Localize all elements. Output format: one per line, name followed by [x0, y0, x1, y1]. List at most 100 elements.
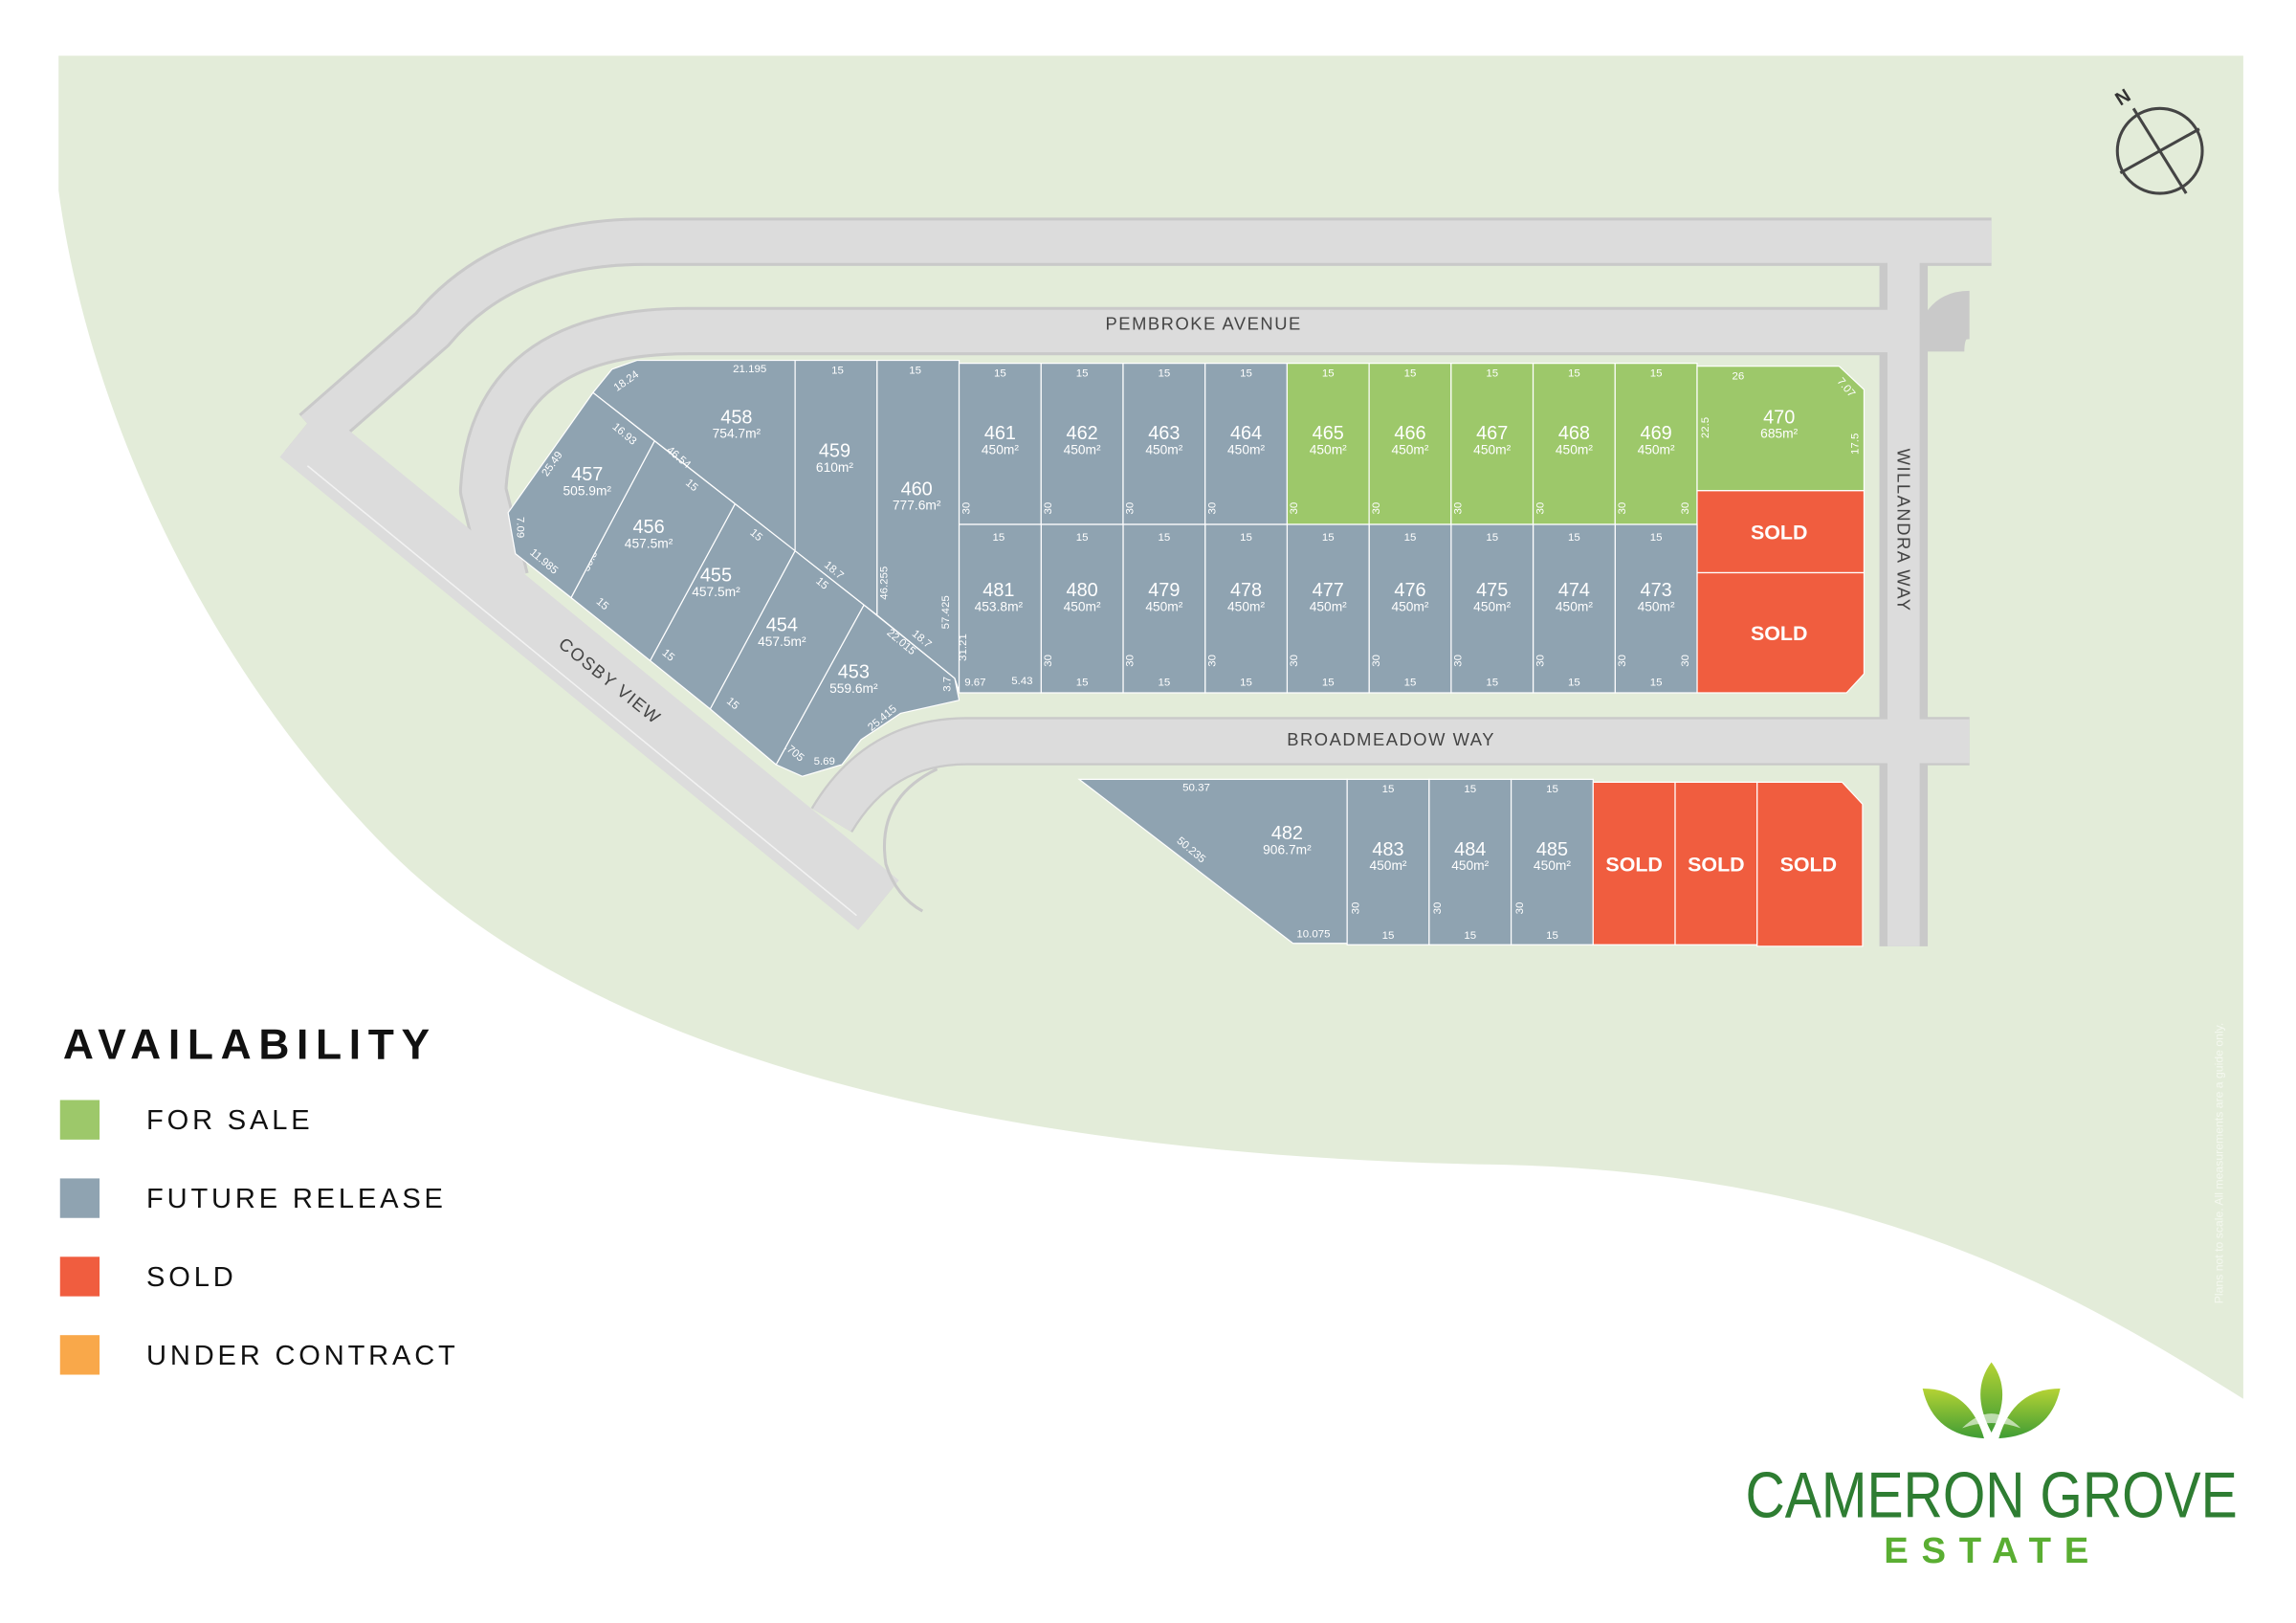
lot-sold-33[interactable]: SOLD — [1592, 781, 1676, 945]
lot-area: 450m² — [1534, 858, 1571, 873]
lot-dimension: 15 — [1486, 532, 1498, 544]
lot-dimension: 30 — [1432, 902, 1444, 915]
lot-shape[interactable] — [876, 359, 960, 692]
lot-number: 462 — [1067, 423, 1098, 444]
lot-dimension: 15 — [1240, 677, 1252, 688]
lot-number: 464 — [1230, 423, 1262, 444]
lot-dimension: 15 — [1158, 677, 1170, 688]
lot-dimension: 50.37 — [1182, 783, 1210, 794]
lot-shape[interactable] — [592, 359, 796, 552]
lot-number: 467 — [1476, 423, 1508, 444]
lot-dimension: 15 — [724, 696, 740, 712]
lot-area: 453.8m² — [975, 599, 1024, 613]
legend-item-under-contract: UNDER CONTRACT — [59, 1335, 455, 1375]
lot-area: 610m² — [816, 460, 853, 475]
sold-label: SOLD — [1780, 854, 1837, 877]
legend-item-for-sale: FOR SALE — [59, 1100, 310, 1140]
sold-label: SOLD — [1688, 854, 1744, 877]
lot-dimension: 15 — [1240, 532, 1252, 544]
logo-sub: ESTATE — [1884, 1530, 2102, 1571]
lot-dimension: 30 — [1125, 502, 1137, 515]
lot-dimension: 46.255 — [879, 567, 891, 600]
lot-area: 685m² — [1760, 427, 1798, 441]
logo-name: CAMERON GROVE — [1745, 1460, 2237, 1532]
lot-number: 458 — [720, 407, 752, 428]
lot-sold-34[interactable]: SOLD — [1674, 781, 1758, 945]
lot-sold-35[interactable]: SOLD — [1756, 781, 1864, 947]
lot-area: 559.6m² — [829, 681, 878, 696]
lot-area: 450m² — [1370, 858, 1407, 873]
lot-number: 465 — [1313, 423, 1344, 444]
lots-layer: 453559.6m²22.01530.511.7055.6925.4154544… — [507, 359, 1866, 947]
lot-dimension: 15 — [1382, 930, 1395, 942]
lot-dimension: 30 — [1617, 655, 1628, 667]
lot-dimension: 15 — [1650, 367, 1663, 379]
lot-area: 777.6m² — [893, 499, 941, 513]
lot-area: 906.7m² — [1263, 842, 1312, 856]
lot-number: 476 — [1394, 580, 1425, 601]
lot-dimension: 30 — [1514, 902, 1526, 915]
lot-number: 485 — [1536, 839, 1568, 860]
lot-dimension: 15 — [1076, 532, 1089, 544]
lot-dimension: 7.09 — [514, 517, 525, 538]
sold-label: SOLD — [1751, 521, 1807, 544]
lot-number: 459 — [819, 441, 850, 462]
lot-sold-18[interactable]: SOLD — [1696, 490, 1866, 574]
lot-dimension: 30 — [1125, 655, 1137, 667]
lot-number: 484 — [1454, 839, 1486, 860]
compass-cross-line — [2119, 127, 2200, 174]
lot-dimension: 30 — [1371, 502, 1382, 515]
lot-number: 477 — [1313, 580, 1344, 601]
lot-dimension: 15 — [1404, 367, 1417, 379]
lot-number: 456 — [632, 517, 664, 538]
lot-number: 468 — [1558, 423, 1590, 444]
lot-shape[interactable] — [1756, 781, 1864, 947]
lot-dimension: 30 — [1617, 502, 1628, 515]
lot-dimension: 15 — [1076, 677, 1089, 688]
lot-dimension: 30 — [1453, 655, 1465, 667]
lot-dimension: 30 — [1680, 502, 1691, 515]
lot-dimension: 31.21 — [958, 634, 969, 661]
lot-number: 470 — [1763, 407, 1795, 428]
lot-shape[interactable] — [1696, 366, 1866, 492]
lot-dimension: 15 — [594, 596, 610, 612]
lot-dimension: 15 — [660, 647, 676, 663]
lot-dimension: 10.075 — [1296, 929, 1330, 941]
lot-dimension: 15 — [683, 478, 699, 494]
lot-sold-19[interactable]: SOLD — [1696, 571, 1866, 694]
lot-dimension: 15 — [909, 365, 921, 376]
lot-shape[interactable] — [775, 604, 960, 777]
legend-label: SOLD — [146, 1262, 237, 1293]
lot-number: 469 — [1641, 423, 1672, 444]
lot-dimension: 30 — [1534, 655, 1546, 667]
lot-shape[interactable] — [958, 523, 1042, 694]
